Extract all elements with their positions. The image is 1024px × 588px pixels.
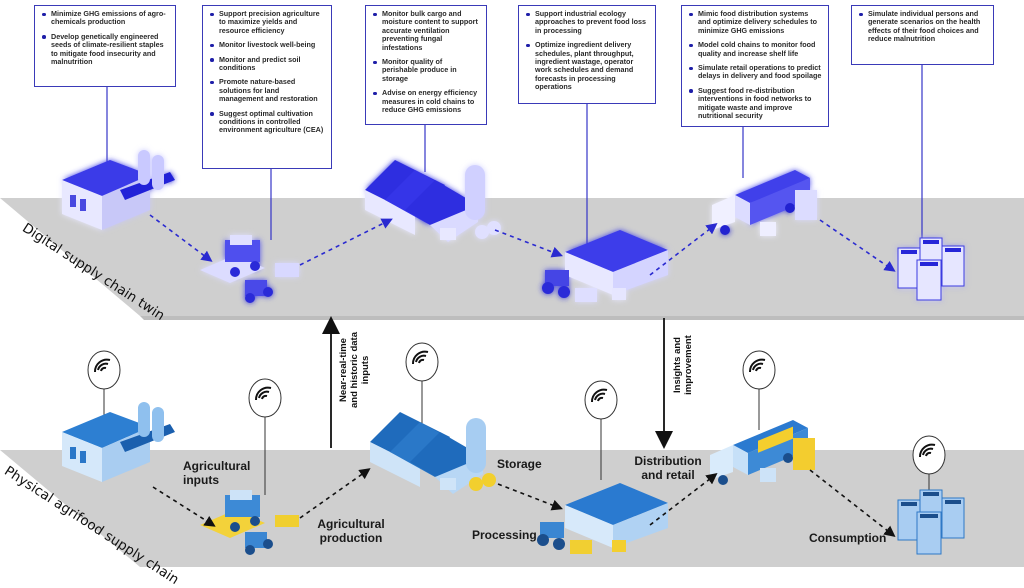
physical-flow-arrows	[152, 468, 896, 537]
function-item: Suggest optimal cultivation conditions i…	[209, 109, 325, 135]
stage-box-processing: Support industrial ecology approaches to…	[518, 5, 656, 104]
function-item: Model cold chains to monitor food qualit…	[688, 41, 822, 58]
stage-label-storage: Storage	[497, 457, 542, 471]
digital-storage-icon	[365, 160, 501, 242]
stage-box-agricultural-production: Support precision agriculture to maximiz…	[202, 5, 332, 169]
function-item: Simulate retail operations to predict de…	[688, 63, 822, 81]
wifi-icon	[405, 342, 439, 440]
stage-box-agricultural-inputs: Minimize GHG emissions of agro-chemicals…	[34, 5, 176, 87]
digital-platform-edge	[140, 316, 1024, 320]
stage-box-distribution-retail: Mimic food distribution systems and opti…	[681, 5, 829, 127]
stage-box-storage: Monitor bulk cargo and moisture content …	[365, 5, 487, 125]
function-item: Support precision agriculture to maximiz…	[209, 9, 325, 35]
digital-truck-icon	[712, 170, 817, 236]
stage-label-agricultural-inputs: Agricultural inputs	[183, 459, 251, 487]
physical-wifi-sensors	[87, 342, 946, 510]
physical-storage-icon	[370, 412, 496, 494]
physical-icons	[62, 402, 965, 555]
physical-factory-icon	[62, 402, 175, 482]
function-item: Mimic food distribution systems and opti…	[688, 9, 822, 35]
stage-label-agricultural-production: Agricultural production	[317, 517, 385, 545]
function-item: Promote nature-based solutions for land …	[209, 78, 325, 103]
diagram-canvas	[0, 65, 1024, 567]
function-item: Optimize ingredient delivery schedules, …	[525, 40, 649, 91]
function-item: Monitor livestock well-being	[209, 40, 325, 49]
function-item: Simulate individual persons and generate…	[858, 9, 987, 44]
digital-icons	[62, 150, 965, 303]
insights-label: Insights and improvement	[672, 325, 694, 405]
digital-processing-icon	[542, 230, 668, 302]
digital-connectors	[106, 65, 923, 255]
function-item: Advise on energy efficiency measures in …	[372, 89, 480, 114]
stage-label-consumption: Consumption	[809, 531, 887, 545]
wifi-icon	[742, 350, 776, 430]
physical-servers-icon	[897, 489, 965, 555]
stage-label-distribution-retail: Distribution and retail	[634, 454, 702, 482]
wifi-glyphs	[93, 350, 936, 458]
digital-harvester-icon	[200, 235, 299, 303]
digital-platform	[0, 198, 1024, 316]
data-inputs-label: Near-real-time and historic data inputs	[338, 315, 371, 425]
physical-truck-icon	[710, 420, 815, 485]
digital-flow-arrows	[149, 214, 896, 276]
wifi-icon	[87, 350, 121, 425]
insights-text: Insights and improvement	[672, 335, 694, 395]
wifi-icon	[584, 380, 618, 480]
function-item: Minimize GHG emissions of agro-chemicals…	[41, 9, 169, 27]
digital-servers-icon	[897, 237, 965, 301]
physical-harvester-icon	[200, 490, 299, 555]
function-item: Suggest food re-distribution interventio…	[688, 86, 822, 121]
physical-processing-icon	[537, 483, 668, 554]
stage-label-processing: Processing	[472, 528, 537, 542]
wifi-icon	[248, 378, 282, 495]
function-item: Develop genetically engineered seeds of …	[41, 32, 169, 67]
stage-box-consumption: Simulate individual persons and generate…	[851, 5, 994, 65]
function-item: Support industrial ecology approaches to…	[525, 9, 649, 35]
data-inputs-text: Near-real-time and historic data inputs	[338, 332, 371, 409]
function-item: Monitor bulk cargo and moisture content …	[372, 9, 480, 52]
function-item: Monitor quality of perishable produce in…	[372, 57, 480, 83]
digital-factory-icon	[62, 150, 175, 230]
function-item: Monitor and predict soil conditions	[209, 55, 325, 73]
